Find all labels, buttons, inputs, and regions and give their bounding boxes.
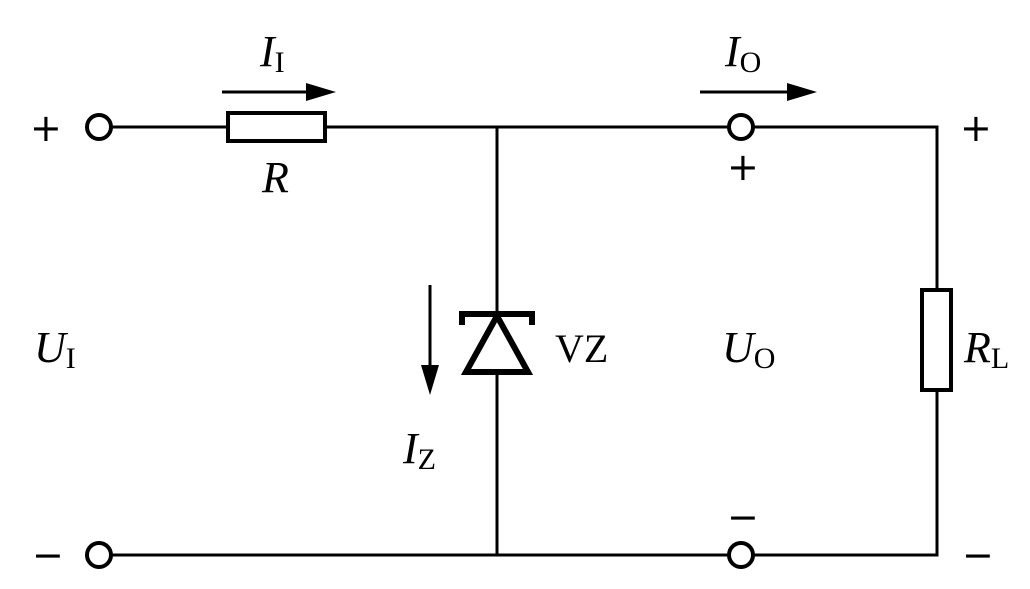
input-current-label: II xyxy=(259,27,285,79)
input-current-arrow-icon xyxy=(222,83,336,101)
input-minus-sign: − xyxy=(32,533,64,577)
load-minus-sign: − xyxy=(962,533,994,577)
output-terminal-minus-sign: − xyxy=(727,495,759,539)
load-resistor-rl xyxy=(920,288,953,392)
zener-diode-icon xyxy=(459,309,535,375)
load-resistor-label: RL xyxy=(963,323,1009,375)
output-terminal-top xyxy=(727,113,755,141)
output-current-arrow-icon xyxy=(700,83,817,101)
zener-current-arrow-icon xyxy=(421,285,439,395)
load-plus-sign: + xyxy=(960,106,992,150)
output-terminal-bottom xyxy=(727,541,755,569)
input-terminal-bottom xyxy=(85,541,113,569)
input-terminal-top xyxy=(85,113,113,141)
output-terminal-plus-sign: + xyxy=(727,145,759,189)
zener-name-label: VZ xyxy=(555,326,608,371)
input-voltage-label: UI xyxy=(34,323,76,375)
resistor-label: R xyxy=(261,153,289,202)
resistor-r xyxy=(226,111,327,143)
output-voltage-label: UO xyxy=(722,323,775,375)
zener-current-label: IZ xyxy=(402,424,436,476)
input-plus-sign: + xyxy=(30,106,62,150)
output-current-label: IO xyxy=(724,27,761,79)
